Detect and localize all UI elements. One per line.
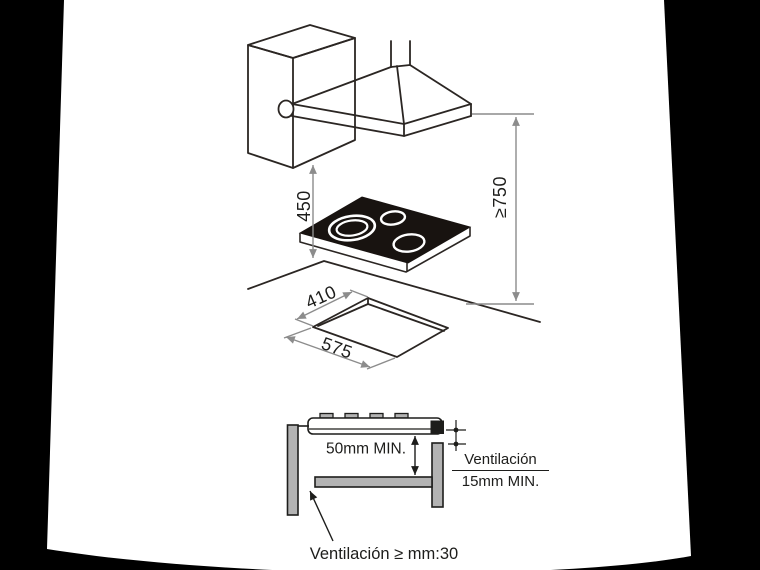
hob-junction-box — [430, 420, 444, 434]
wall-cabinet — [247, 24, 356, 169]
clearance-50mm-label: 50mm MIN. — [325, 440, 407, 458]
cabinet-knob — [277, 99, 295, 119]
cabinet-right-panel — [431, 442, 444, 508]
burner-small — [379, 210, 407, 226]
ventilation-15mm-label: 15mm MIN. — [461, 473, 540, 490]
section-diagram — [286, 412, 466, 542]
worktop-edge — [247, 260, 541, 323]
side-ventilation-note: Ventilación 15mm MIN. — [452, 451, 549, 490]
paper-sheet — [47, 0, 691, 570]
burner-large — [327, 214, 377, 242]
burner-medium — [392, 233, 426, 253]
ventilation-note-arrow — [309, 490, 334, 542]
cabinet-left-panel — [286, 424, 299, 516]
dimension-575-line — [283, 327, 396, 370]
hob-top-view — [298, 196, 472, 273]
gap-15mm-marker — [446, 420, 466, 451]
bottom-ventilation-note: Ventilación ≥ mm:30 — [309, 544, 459, 563]
dim-label-750: ≥750 — [490, 176, 510, 218]
ventilation-word: Ventilación — [452, 451, 549, 471]
cabinet-shelf — [314, 476, 433, 488]
hob-profile — [298, 417, 444, 435]
dimension-750-line — [466, 113, 534, 305]
dimension-410-line — [294, 289, 369, 327]
dim-label-450: 450 — [294, 190, 314, 222]
